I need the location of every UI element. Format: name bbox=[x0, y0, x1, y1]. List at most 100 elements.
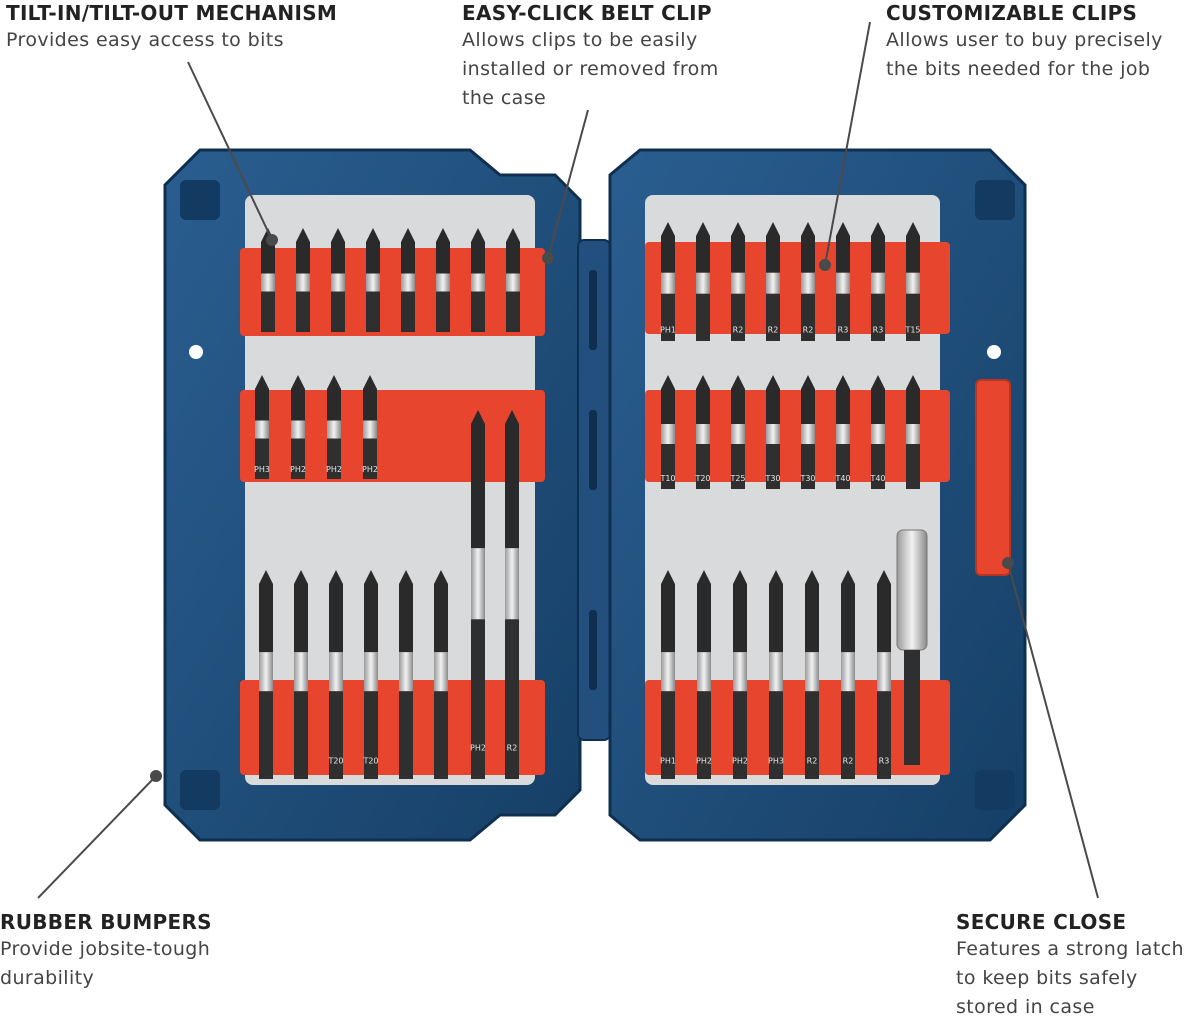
bit-tip bbox=[291, 375, 305, 389]
leader-tilt-dot bbox=[266, 234, 278, 246]
right-top-bit: R2 bbox=[801, 222, 815, 341]
right-bottom-bit: PH1 bbox=[660, 570, 676, 779]
bit-label: T20 bbox=[327, 756, 343, 765]
callout-bumpers-title: RUBBER BUMPERS bbox=[0, 910, 212, 934]
bit-label: PH3 bbox=[254, 465, 270, 474]
hinge-belt-clip bbox=[577, 239, 611, 741]
callout-belt-clip-title: EASY-CLICK BELT CLIP bbox=[462, 1, 712, 25]
bit-label: PH2 bbox=[362, 465, 378, 474]
bit-head bbox=[871, 389, 885, 424]
leader-belt-clip bbox=[547, 109, 589, 259]
bit-shank bbox=[871, 293, 885, 341]
bit-head bbox=[291, 389, 305, 421]
bit-band bbox=[366, 273, 380, 292]
right-top-bit: R3 bbox=[871, 222, 885, 341]
bit-shank bbox=[906, 293, 920, 341]
bit-head bbox=[471, 242, 485, 274]
bit-shank bbox=[731, 293, 745, 341]
right-corner-bumper-tr bbox=[975, 180, 1015, 220]
bit-shank bbox=[401, 291, 415, 332]
bit-shank bbox=[661, 444, 675, 489]
bit-tip bbox=[296, 228, 310, 242]
bit-tip bbox=[801, 375, 815, 389]
bit-head bbox=[401, 242, 415, 274]
bit-tip bbox=[661, 570, 675, 584]
bit-shank bbox=[329, 691, 343, 779]
callout-belt-clip-desc: Allows clips to be easily installed or r… bbox=[462, 29, 719, 109]
leader-belt-clip-dot bbox=[542, 252, 554, 264]
bit-band bbox=[906, 272, 920, 294]
bit-shank bbox=[364, 691, 378, 779]
left-corner-bumper-bl bbox=[180, 770, 220, 810]
bit-tip bbox=[471, 228, 485, 242]
bit-label: T15 bbox=[904, 326, 920, 335]
bit-shank bbox=[471, 619, 485, 779]
bit-head bbox=[733, 584, 747, 653]
bit-band bbox=[766, 272, 780, 294]
leader-bumpers bbox=[37, 775, 157, 899]
left-top-bit bbox=[261, 228, 275, 332]
left-bottom-bit bbox=[399, 570, 413, 779]
callout-custom-clips-title: CUSTOMIZABLE CLIPS bbox=[886, 1, 1138, 25]
right-mid-bit: T10 bbox=[659, 375, 676, 489]
bit-shank bbox=[801, 293, 815, 341]
bit-shank bbox=[696, 444, 710, 489]
left-top-bit bbox=[471, 228, 485, 332]
bit-shank bbox=[471, 291, 485, 332]
bit-band bbox=[261, 273, 275, 292]
bit-shank bbox=[434, 691, 448, 779]
bit-label: R2 bbox=[843, 756, 854, 765]
bit-shank bbox=[801, 444, 815, 489]
bit-tip bbox=[327, 375, 341, 389]
bit-shank bbox=[877, 691, 891, 779]
hinge-slot-1 bbox=[589, 270, 597, 350]
bit-tip bbox=[836, 375, 850, 389]
bit-shank bbox=[769, 691, 783, 779]
bit-band bbox=[733, 652, 747, 692]
bit-band bbox=[836, 424, 850, 444]
bit-head bbox=[696, 389, 710, 424]
right-case-inner-panel bbox=[645, 195, 940, 785]
right-bottom-bit: R2 bbox=[805, 570, 819, 779]
callout-bumpers: RUBBER BUMPERS Provide jobsite-tough dur… bbox=[0, 909, 212, 993]
bit-tip bbox=[434, 570, 448, 584]
right-bottom-bit: PH2 bbox=[696, 570, 712, 779]
callout-bumpers-desc: Provide jobsite-tough durability bbox=[0, 938, 211, 989]
magnetic-bit-holder bbox=[896, 529, 928, 765]
right-tray-top bbox=[645, 242, 950, 334]
left-mid-bit: PH2 bbox=[290, 375, 306, 479]
bit-band bbox=[766, 424, 780, 444]
left-bottom-bit bbox=[434, 570, 448, 779]
right-mid-bit: T30 bbox=[799, 375, 816, 489]
bit-shank bbox=[505, 619, 519, 779]
left-bottom-bit: T20 bbox=[362, 570, 379, 779]
bit-shank bbox=[805, 691, 819, 779]
bit-shank bbox=[399, 691, 413, 779]
bit-label: PH2 bbox=[470, 744, 486, 753]
bit-band bbox=[296, 273, 310, 292]
left-case-inner-panel bbox=[245, 195, 535, 785]
left-mid-bit: PH2 bbox=[362, 375, 378, 479]
bit-tip bbox=[259, 570, 273, 584]
bit-head bbox=[363, 389, 377, 421]
bit-label: R2 bbox=[507, 744, 518, 753]
bit-band bbox=[906, 424, 920, 444]
bit-band bbox=[329, 652, 343, 692]
left-tray-top bbox=[240, 248, 545, 336]
bit-head bbox=[906, 236, 920, 273]
bit-head bbox=[506, 242, 520, 274]
bit-head bbox=[434, 584, 448, 653]
bit-tip bbox=[294, 570, 308, 584]
bit-shank bbox=[255, 438, 269, 479]
bit-shank bbox=[261, 291, 275, 332]
bit-shank bbox=[836, 293, 850, 341]
bit-head bbox=[331, 242, 345, 274]
right-bottom-bit: PH3 bbox=[768, 570, 784, 779]
bit-band bbox=[255, 420, 269, 439]
bit-head bbox=[399, 584, 413, 653]
bit-shank bbox=[259, 691, 273, 779]
bit-label: PH1 bbox=[660, 756, 676, 765]
left-mid-bit: PH2 bbox=[326, 375, 342, 479]
callout-secure-close-desc: Features a strong latch to keep bits saf… bbox=[956, 938, 1184, 1018]
